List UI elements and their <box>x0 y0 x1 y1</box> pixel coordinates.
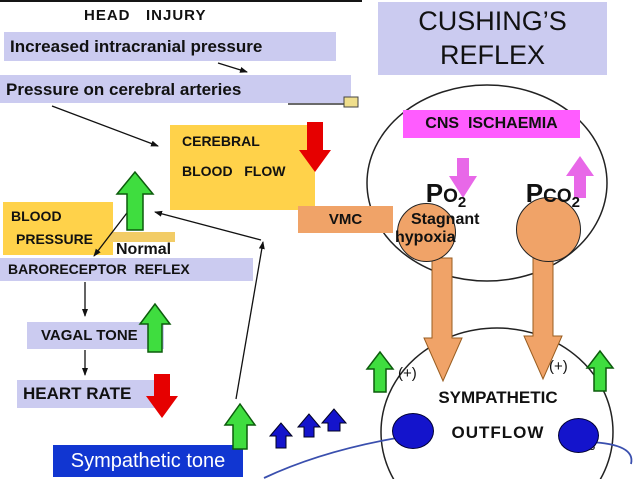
cerebral-line2: BLOOD FLOW <box>182 163 286 179</box>
blue-node-left <box>392 413 434 449</box>
pco2-gas: CO <box>543 186 572 207</box>
cns-ischaemia-ellipse <box>366 84 608 282</box>
pink-up-arrow-pco2 <box>566 156 594 198</box>
pco2-p: P <box>525 178 544 208</box>
po2-p: P <box>425 178 444 208</box>
stagnant-label-line1: Stagnant <box>411 211 480 228</box>
baroreceptor-reflex-box: BARORECEPTOR REFLEX <box>0 258 253 281</box>
co2-circle <box>516 197 581 262</box>
blood-pressure-line2: PRESSURE <box>16 231 94 247</box>
outflow-label: OUTFLOW <box>451 423 545 442</box>
cushings-reflex-title-box: CUSHING’S REFLEX <box>378 2 607 75</box>
vmc-box: VMC <box>298 206 393 233</box>
po2-label: PO2 <box>408 160 466 229</box>
pco2-sub: 2 <box>571 194 580 211</box>
plus-sign-right: (+) <box>549 358 568 375</box>
stagnant-hypoxia-circle <box>397 203 456 262</box>
stagnant-label-line2: hypoxia <box>395 229 456 246</box>
pink-down-arrow-po2 <box>449 158 477 198</box>
po2-gas: O <box>443 186 458 207</box>
heart-rate-box: HEART RATE <box>17 380 158 408</box>
normal-label: Normal <box>116 241 172 258</box>
cushings-title-line2: REFLEX <box>439 40 546 70</box>
head-injury-title: HEAD INJURY <box>84 7 207 24</box>
vagal-tone-box: VAGAL TONE <box>27 322 164 349</box>
pco2-label: PCO2 <box>508 160 580 229</box>
po2-sub: 2 <box>457 194 467 211</box>
plus-sign-left: (+) <box>398 365 417 382</box>
cerebral-line1: CEREBRAL <box>182 133 260 149</box>
top-border-line <box>0 0 362 2</box>
blue-node-right <box>558 418 599 453</box>
blood-pressure-box: BLOOD PRESSURE <box>3 202 113 255</box>
cns-ischaemia-box: CNS ISCHAEMIA <box>403 110 580 138</box>
cushings-title-line1: CUSHING’S <box>418 6 567 36</box>
sympathetic-tone-box: Sympathetic tone <box>53 445 243 477</box>
pressure-arteries-box: Pressure on cerebral arteries <box>0 75 351 103</box>
cerebral-blood-flow-box: CEREBRAL BLOOD FLOW <box>170 125 315 210</box>
sympathetic-outflow-ellipse <box>380 327 614 479</box>
increased-icp-box: Increased intracranial pressure <box>4 32 336 61</box>
sympathetic-label: SYMPATHETIC <box>438 388 558 407</box>
blood-pressure-line1: BLOOD <box>11 208 62 224</box>
orange-down-arrow-right <box>523 254 563 381</box>
normal-level-bar <box>110 232 175 242</box>
orange-down-arrow-left <box>423 257 463 383</box>
